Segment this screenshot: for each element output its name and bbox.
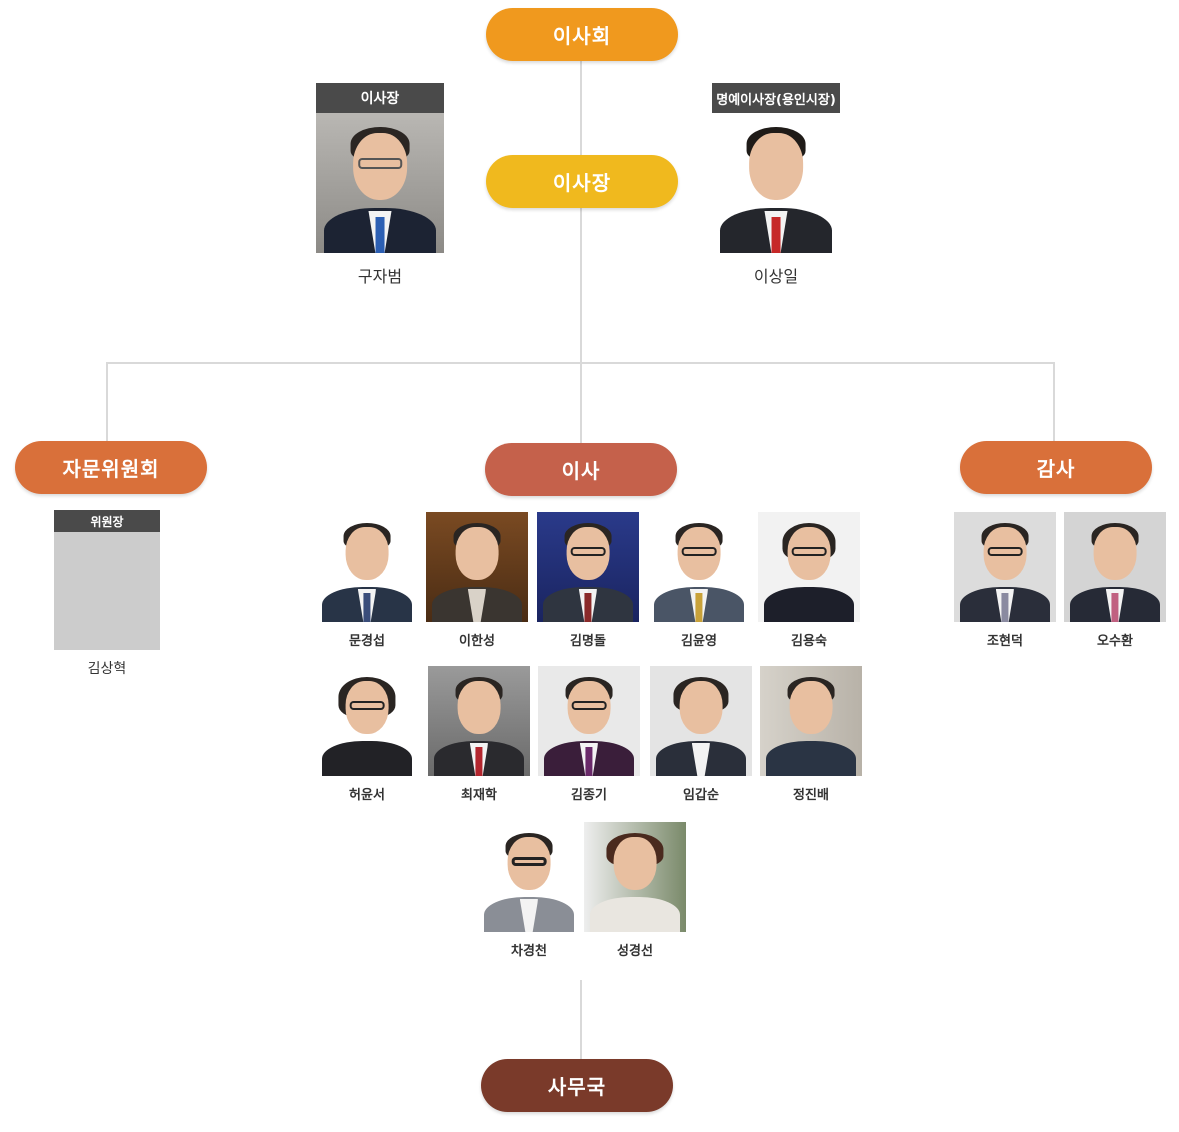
auditor-photo (1064, 512, 1166, 622)
chairman-pill[interactable]: 이사장 (486, 155, 678, 208)
chairman-card: 이사장 구자범 (316, 83, 444, 286)
director-card: 이한성 (426, 512, 528, 649)
director-name: 성경선 (617, 944, 653, 959)
advisory-pill[interactable]: 자문위원회 (15, 441, 207, 494)
auditor-card: 오수환 (1064, 512, 1166, 649)
chairman-photo (316, 113, 444, 253)
director-photo (428, 666, 530, 776)
honorary-chairman-card: 명예이사장(용인시장) 이상일 (712, 83, 840, 286)
director-card: 김용숙 (758, 512, 860, 649)
director-name: 김용숙 (791, 634, 827, 649)
director-card: 정진배 (760, 666, 862, 803)
director-photo (538, 666, 640, 776)
director-photo (650, 666, 752, 776)
director-card: 김윤영 (648, 512, 750, 649)
honorary-chairman-name: 이상일 (753, 267, 799, 286)
director-photo (316, 666, 418, 776)
honorary-chairman-photo (712, 113, 840, 253)
chairman-name: 구자범 (357, 267, 403, 286)
director-card: 김종기 (538, 666, 640, 803)
director-name: 김종기 (571, 788, 607, 803)
connector-left-drop (106, 362, 108, 442)
advisor-name: 김상혁 (87, 661, 127, 677)
director-name: 허윤서 (349, 788, 385, 803)
auditor-name: 오수환 (1097, 634, 1133, 649)
director-photo (584, 822, 686, 932)
director-name: 정진배 (793, 788, 829, 803)
connector-main-vertical (580, 60, 582, 365)
director-name: 차경천 (511, 944, 547, 959)
director-card: 허윤서 (316, 666, 418, 803)
advisor-photo-placeholder (54, 532, 160, 650)
auditor-name: 조현덕 (987, 634, 1023, 649)
director-photo (648, 512, 750, 622)
director-photo (537, 512, 639, 622)
director-name: 이한성 (459, 634, 495, 649)
advisor-title: 위원장 (54, 510, 160, 532)
director-photo (426, 512, 528, 622)
board-pill[interactable]: 이사회 (486, 8, 678, 61)
honorary-chairman-title: 명예이사장(용인시장) (712, 83, 840, 113)
director-name: 김명돌 (570, 634, 606, 649)
director-photo (760, 666, 862, 776)
director-card: 최재학 (428, 666, 530, 803)
advisor-card: 위원장 김상혁 (54, 510, 160, 678)
director-photo (758, 512, 860, 622)
director-card: 성경선 (584, 822, 686, 959)
connector-center-drop (580, 362, 582, 444)
director-name: 임갑순 (683, 788, 719, 803)
director-name: 문경섭 (349, 634, 385, 649)
director-photo (316, 512, 418, 622)
director-card: 임갑순 (650, 666, 752, 803)
connector-secretariat (580, 980, 582, 1060)
directors-pill[interactable]: 이사 (485, 443, 677, 496)
chairman-title: 이사장 (316, 83, 444, 113)
director-photo (478, 822, 580, 932)
director-card: 문경섭 (316, 512, 418, 649)
secretariat-pill[interactable]: 사무국 (481, 1059, 673, 1112)
director-name: 최재학 (461, 788, 497, 803)
auditor-photo (954, 512, 1056, 622)
director-card: 김명돌 (537, 512, 639, 649)
director-name: 김윤영 (681, 634, 717, 649)
auditor-card: 조현덕 (954, 512, 1056, 649)
auditors-pill[interactable]: 감사 (960, 441, 1152, 494)
connector-right-drop (1053, 362, 1055, 442)
director-card: 차경천 (478, 822, 580, 959)
